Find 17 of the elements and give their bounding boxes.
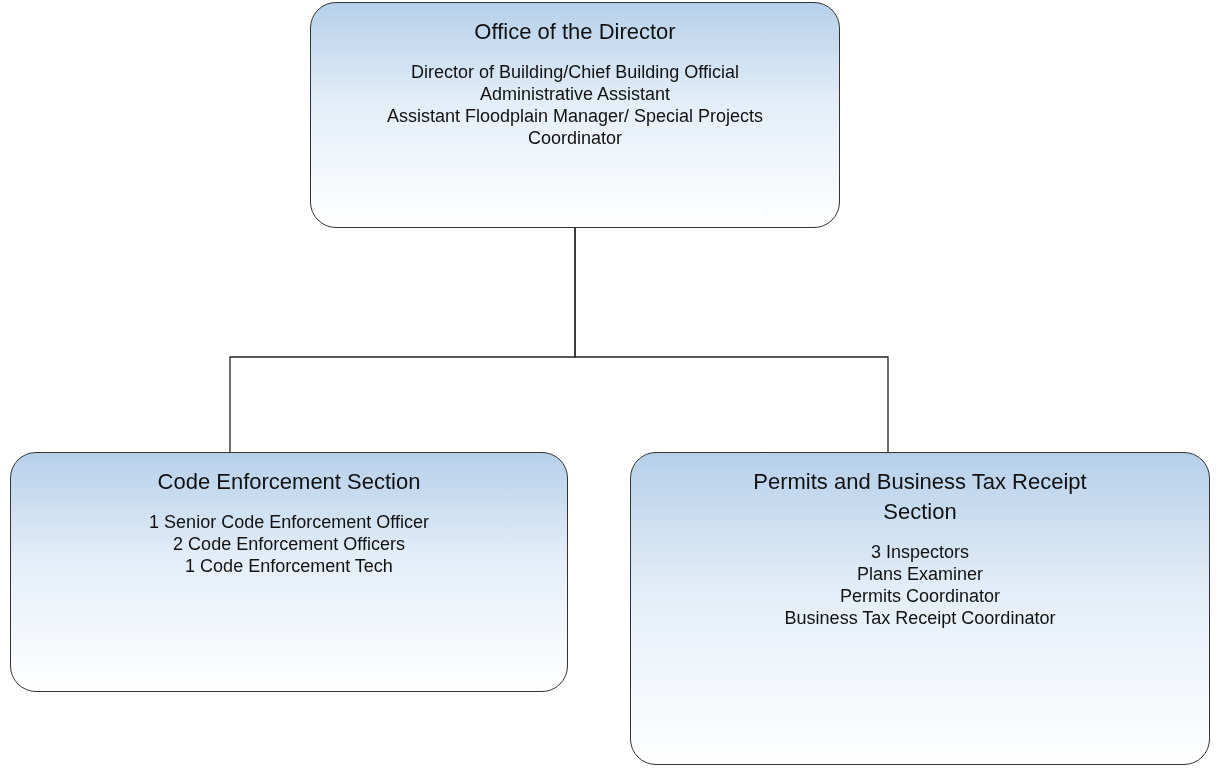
role-text: 1 Code Enforcement Tech	[185, 555, 393, 577]
section-heading: Permits and Business Tax Receipt Section	[752, 468, 1088, 526]
role-text: 3 Inspectors	[870, 541, 970, 563]
section-heading: Office of the Director	[474, 18, 676, 46]
role-text: Administrative Assistant	[479, 83, 671, 105]
role-text: 2 Code Enforcement Officers	[173, 533, 405, 555]
role-text: Director of Building/Chief Building Official	[411, 61, 739, 83]
org-unit-box	[10, 452, 568, 692]
org-unit-box	[310, 2, 840, 228]
role-text: Business Tax Receipt Coordinator	[784, 607, 1056, 629]
role-text: Plans Examiner	[856, 563, 984, 585]
role-text: Assistant Floodplain Manager/ Special Projects Coordinator	[385, 105, 765, 149]
role-text: 1 Senior Code Enforcement Officer	[149, 511, 429, 533]
connector-line	[574, 227, 889, 453]
section-heading: Code Enforcement Section	[157, 468, 421, 496]
org-unit-box	[630, 452, 1210, 765]
role-text: Permits Coordinator	[839, 585, 1001, 607]
